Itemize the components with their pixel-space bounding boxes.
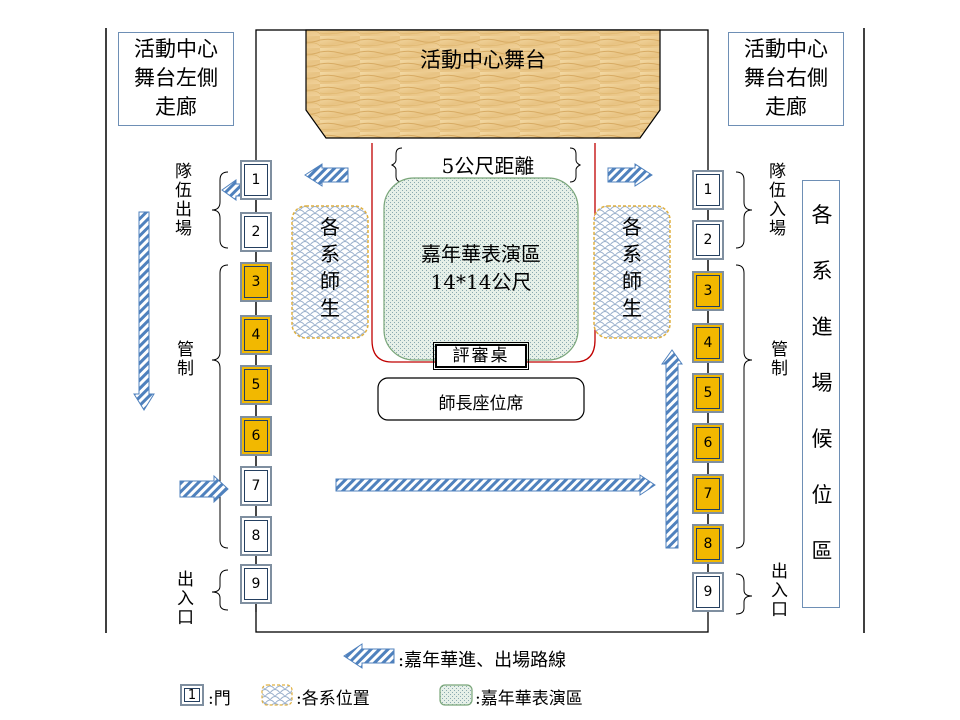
brace-control-left [211, 264, 229, 549]
right-door-5: 5 [692, 373, 724, 413]
brace-team-exit [211, 171, 229, 249]
left-corridor-box: 活動中心 舞台左側 走廊 [118, 32, 234, 126]
left-door-5: 5 [240, 365, 272, 405]
left-door-8: 8 [240, 516, 272, 556]
left-door-1: 1 [240, 160, 272, 200]
waiting-area-label: 各系進場候位區 [811, 203, 833, 563]
right-door-8: 8 [692, 524, 724, 564]
route-arrow-right-up [661, 349, 683, 549]
left-door-6: 6 [240, 416, 272, 456]
left-door-4: 4 [240, 315, 272, 355]
performance-area-label: 嘉年華表演區 14*14公尺 [384, 240, 578, 296]
dept-teachers-left: 各系師生 [320, 215, 340, 320]
performance-area-title: 嘉年華表演區 [421, 242, 541, 266]
team-exit-label: 隊伍出場 [171, 162, 191, 238]
brace-team-enter [735, 171, 753, 249]
route-arrow-top-left [304, 163, 349, 187]
legend-performance-swatch [439, 684, 473, 706]
performance-area-size: 14*14公尺 [430, 270, 532, 294]
legend-route-label: :嘉年華進、出場路線 [398, 650, 567, 671]
route-arrow-bottom [335, 474, 656, 496]
stage-label: 活動中心舞台 [420, 48, 546, 72]
teacher-seats-label: 師長座位席 [438, 394, 524, 414]
brace-entrance-right [735, 573, 753, 615]
brace-control-right [735, 264, 753, 549]
left-door-7: 7 [240, 466, 272, 506]
entrance-exit-label-right: 出入口 [767, 562, 787, 619]
dept-position-right [593, 205, 671, 339]
right-door-1: 1 [692, 170, 724, 210]
control-label-right: 管制 [767, 340, 787, 378]
left-door-9: 9 [240, 564, 272, 604]
distance-label: 5公尺距離 [441, 154, 535, 178]
legend-dept-label: :各系位置 [296, 689, 370, 709]
legend-door-label: :門 [208, 689, 231, 709]
route-arrow-left-down [133, 211, 155, 411]
right-door-6: 6 [692, 423, 724, 463]
brace-entrance-left [211, 569, 229, 611]
route-arrow-left-in [179, 474, 229, 504]
legend-arrow [343, 643, 395, 669]
left-door-3: 3 [240, 262, 272, 302]
legend-dept-swatch [261, 684, 293, 706]
stage-shape [305, 29, 661, 139]
dept-position-left [291, 205, 369, 339]
dept-teachers-right: 各系師生 [622, 215, 642, 320]
legend-door-icon: 1 [180, 684, 204, 706]
right-corridor-box: 活動中心 舞台右側 走廊 [728, 32, 844, 126]
right-door-4: 4 [692, 323, 724, 363]
route-arrow-top-right [607, 163, 653, 187]
right-door-2: 2 [692, 220, 724, 260]
waiting-area-box: 各系進場候位區 [802, 180, 840, 608]
teacher-seats-shape [377, 377, 585, 421]
right-door-3: 3 [692, 271, 724, 311]
distance-bracket-right [569, 147, 582, 183]
left-door-2: 2 [240, 212, 272, 252]
distance-bracket-left [390, 147, 403, 183]
entrance-exit-label-left: 出入口 [173, 570, 193, 627]
legend-performance-label: :嘉年華表演區 [475, 689, 583, 709]
control-label-left: 管制 [173, 340, 193, 378]
judges-table: 評審桌 [433, 342, 529, 370]
right-door-7: 7 [692, 474, 724, 514]
right-door-9: 9 [692, 572, 724, 612]
team-enter-label: 隊伍入場 [765, 162, 785, 238]
